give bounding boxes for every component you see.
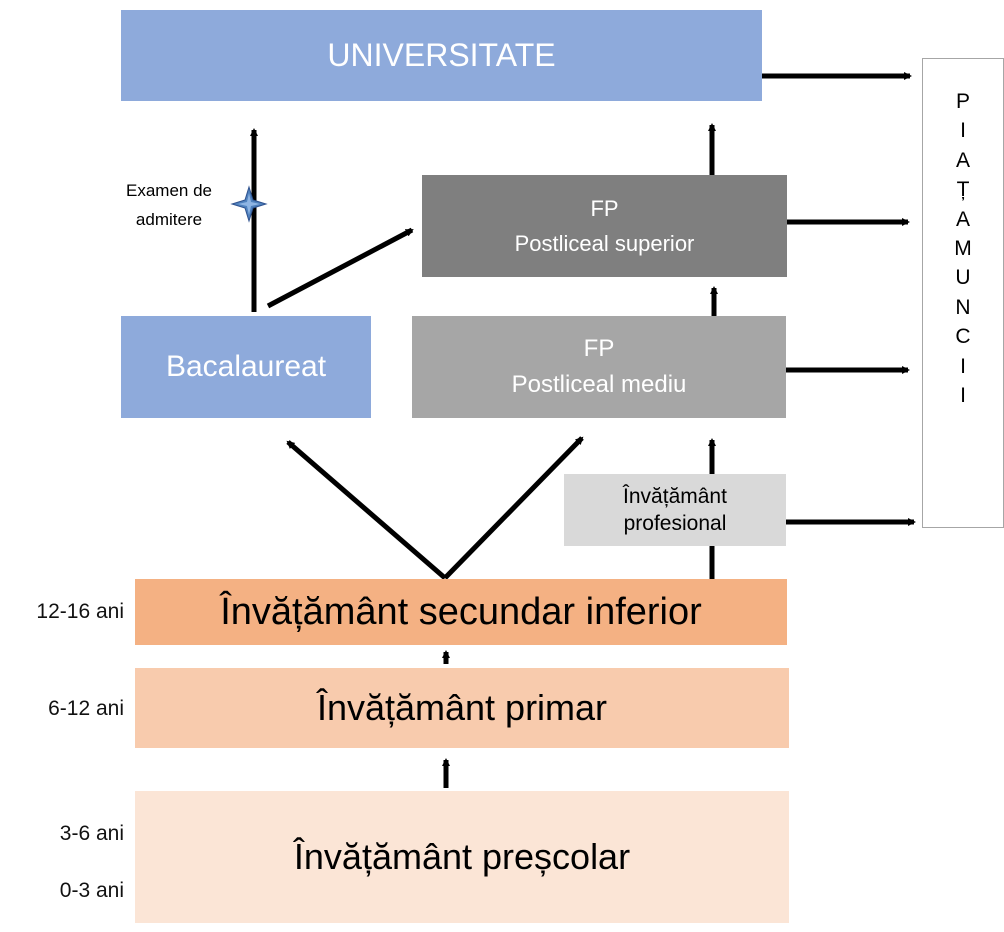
arrow-bac-to-fp-superior xyxy=(266,227,414,309)
age-prescolar-lower: 0-3 ani xyxy=(59,879,124,902)
piata-letter: Ț xyxy=(956,178,970,202)
secundar-box: Învățământ secundar inferior xyxy=(135,579,787,645)
piata-letter: I xyxy=(960,384,966,408)
piata-letter: I xyxy=(960,354,966,378)
piata-muncii-box: P I A Ț A M U N C I I xyxy=(922,58,1004,528)
exam-line1: Examen de xyxy=(126,181,212,200)
piata-letter: U xyxy=(955,266,971,290)
profesional-box: Învățământ profesional xyxy=(564,474,786,546)
bacalaureat-box: Bacalaureat xyxy=(121,316,371,418)
fp-superior-title: FP xyxy=(590,195,619,221)
university-label: UNIVERSITATE xyxy=(327,37,556,73)
primar-label: Învățământ primar xyxy=(316,687,608,728)
prescolar-box: Învățământ preșcolar xyxy=(135,791,789,923)
piata-letter: M xyxy=(954,237,972,261)
arrow-secundar-to-bacalaureat xyxy=(286,440,447,580)
age-prescolar-upper: 3-6 ani xyxy=(59,822,124,845)
primar-box: Învățământ primar xyxy=(135,668,789,748)
piata-letter: N xyxy=(955,295,971,319)
fp-superior-box: FP Postliceal superior xyxy=(422,175,787,277)
piata-letter: C xyxy=(955,325,971,349)
prescolar-label: Învățământ preșcolar xyxy=(293,836,631,877)
fp-superior-subtitle: Postliceal superior xyxy=(514,231,695,256)
piata-letter: A xyxy=(955,148,970,172)
profesional-line1: Învățământ xyxy=(623,484,727,508)
fp-mediu-box: FP Postliceal mediu xyxy=(412,316,786,418)
fp-mediu-title: FP xyxy=(583,335,615,362)
fp-mediu-subtitle: Postliceal mediu xyxy=(511,371,687,398)
star-icon xyxy=(230,185,268,223)
university-box: UNIVERSITATE xyxy=(121,10,762,101)
age-primar: 6-12 ani xyxy=(48,697,124,720)
piata-letter: I xyxy=(960,119,966,143)
piata-letter: P xyxy=(955,90,970,113)
arrow-secundar-to-fp-mediu xyxy=(443,436,584,580)
exam-label: Examen de admitere xyxy=(106,176,232,234)
exam-line2: admitere xyxy=(135,210,203,229)
profesional-line2: profesional xyxy=(623,512,727,535)
piata-letter: A xyxy=(955,207,970,231)
age-secundar: 12-16 ani xyxy=(36,600,124,623)
bacalaureat-label: Bacalaureat xyxy=(165,350,327,383)
secundar-label: Învățământ secundar inferior xyxy=(220,590,702,633)
